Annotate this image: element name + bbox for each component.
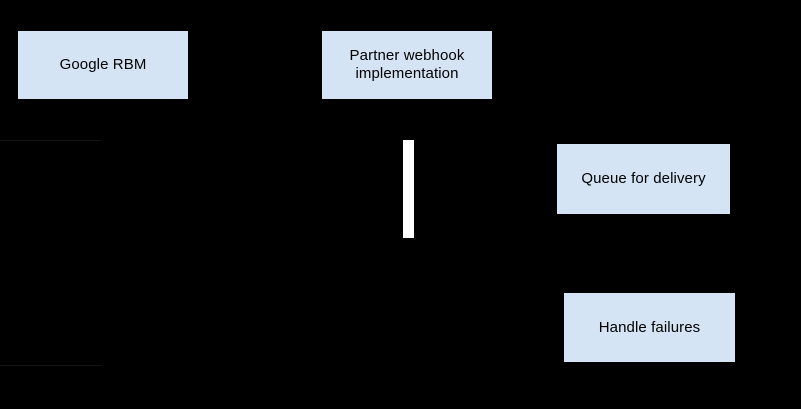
node-queue-for-delivery[interactable]: Queue for delivery bbox=[557, 144, 730, 214]
faint-divider-line-upper bbox=[0, 140, 101, 141]
white-vertical-bar-artifact bbox=[403, 140, 414, 238]
node-google-rbm[interactable]: Google RBM bbox=[18, 31, 188, 99]
node-handle-failures[interactable]: Handle failures bbox=[564, 293, 735, 362]
faint-divider-line-lower bbox=[0, 365, 101, 366]
node-partner-webhook-implementation[interactable]: Partner webhook implementation bbox=[322, 31, 492, 99]
